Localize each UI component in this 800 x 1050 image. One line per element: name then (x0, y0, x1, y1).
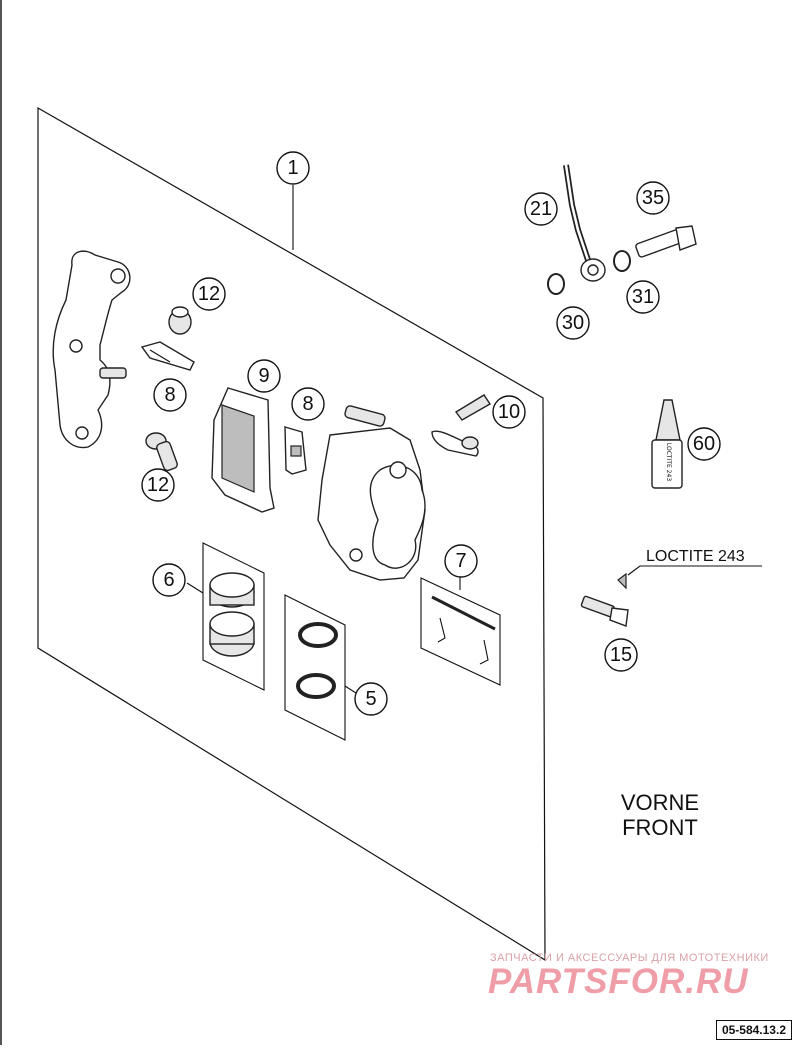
watermark-tagline: ЗАПЧАСТИ И АКСЕССУАРЫ ДЛЯ МОТОТЕХНИКИ (490, 952, 769, 964)
loctite-label: LOCTITE 243 (646, 548, 745, 565)
leader-5 (344, 685, 357, 694)
callout-12-lower: 12 (141, 468, 175, 502)
callout-10: 10 (492, 395, 526, 429)
brake-line (563, 164, 606, 282)
region-label-line1: VORNE (620, 790, 700, 815)
svg-text:35: 35 (642, 187, 664, 209)
callout-5: 5 (354, 682, 388, 716)
callout-1: 1 (276, 151, 310, 185)
svg-text:15: 15 (610, 644, 632, 666)
loctite-bottle-text: LOCTITE 243 (665, 443, 672, 481)
callout-9: 9 (247, 359, 281, 393)
callout-12-top: 12 (192, 277, 226, 311)
seal-ring-group (284, 594, 346, 741)
pad-spring-right (284, 426, 307, 475)
callout-8-left: 8 (153, 378, 187, 412)
leader-6 (186, 582, 204, 594)
guide-pin-bolt (145, 432, 178, 472)
svg-text:6: 6 (163, 569, 174, 591)
brake-pad (211, 387, 275, 513)
svg-text:5: 5 (365, 688, 376, 710)
sealing-washer-31 (613, 250, 631, 272)
callout-7: 7 (444, 544, 478, 578)
assembly-panel (37, 106, 546, 962)
svg-text:12: 12 (147, 474, 169, 496)
part-code: 05-584.13.2 (715, 1020, 792, 1040)
loctite-bottle (651, 399, 683, 489)
callout-8-right: 8 (291, 387, 325, 421)
callout-30: 30 (556, 306, 590, 340)
svg-text:7: 7 (455, 550, 466, 572)
svg-text:31: 31 (632, 286, 654, 308)
callout-15: 15 (604, 638, 638, 672)
svg-text:12: 12 (198, 283, 220, 305)
svg-text:60: 60 (693, 433, 715, 455)
svg-text:30: 30 (562, 312, 584, 334)
svg-text:8: 8 (302, 393, 313, 415)
callout-35: 35 (636, 181, 670, 215)
svg-text:10: 10 (498, 401, 520, 423)
caliper-body (317, 405, 426, 581)
svg-text:1: 1 (287, 157, 298, 179)
callout-31: 31 (626, 280, 660, 314)
svg-text:9: 9 (258, 365, 269, 387)
svg-text:8: 8 (164, 384, 175, 406)
piston-group (202, 542, 265, 691)
mounting-screw (580, 572, 629, 627)
pad-pin-set (420, 577, 501, 686)
callout-60: 60 (687, 427, 721, 461)
svg-text:21: 21 (530, 198, 552, 220)
callout-21: 21 (524, 192, 558, 226)
caliper-bracket (52, 250, 131, 449)
loctite-leader (627, 565, 762, 576)
banjo-bolt (635, 225, 697, 258)
region-label-line2: FRONT (622, 815, 698, 841)
region-label: VORNE FRONT (610, 790, 710, 841)
pad-spring-left (140, 341, 195, 371)
bleeder-valve (431, 394, 491, 457)
watermark-logo: PARTSFOR.RU (488, 962, 749, 1001)
callout-6: 6 (152, 563, 186, 597)
sealing-washer-30 (547, 273, 565, 295)
rubber-bushing (168, 306, 192, 335)
